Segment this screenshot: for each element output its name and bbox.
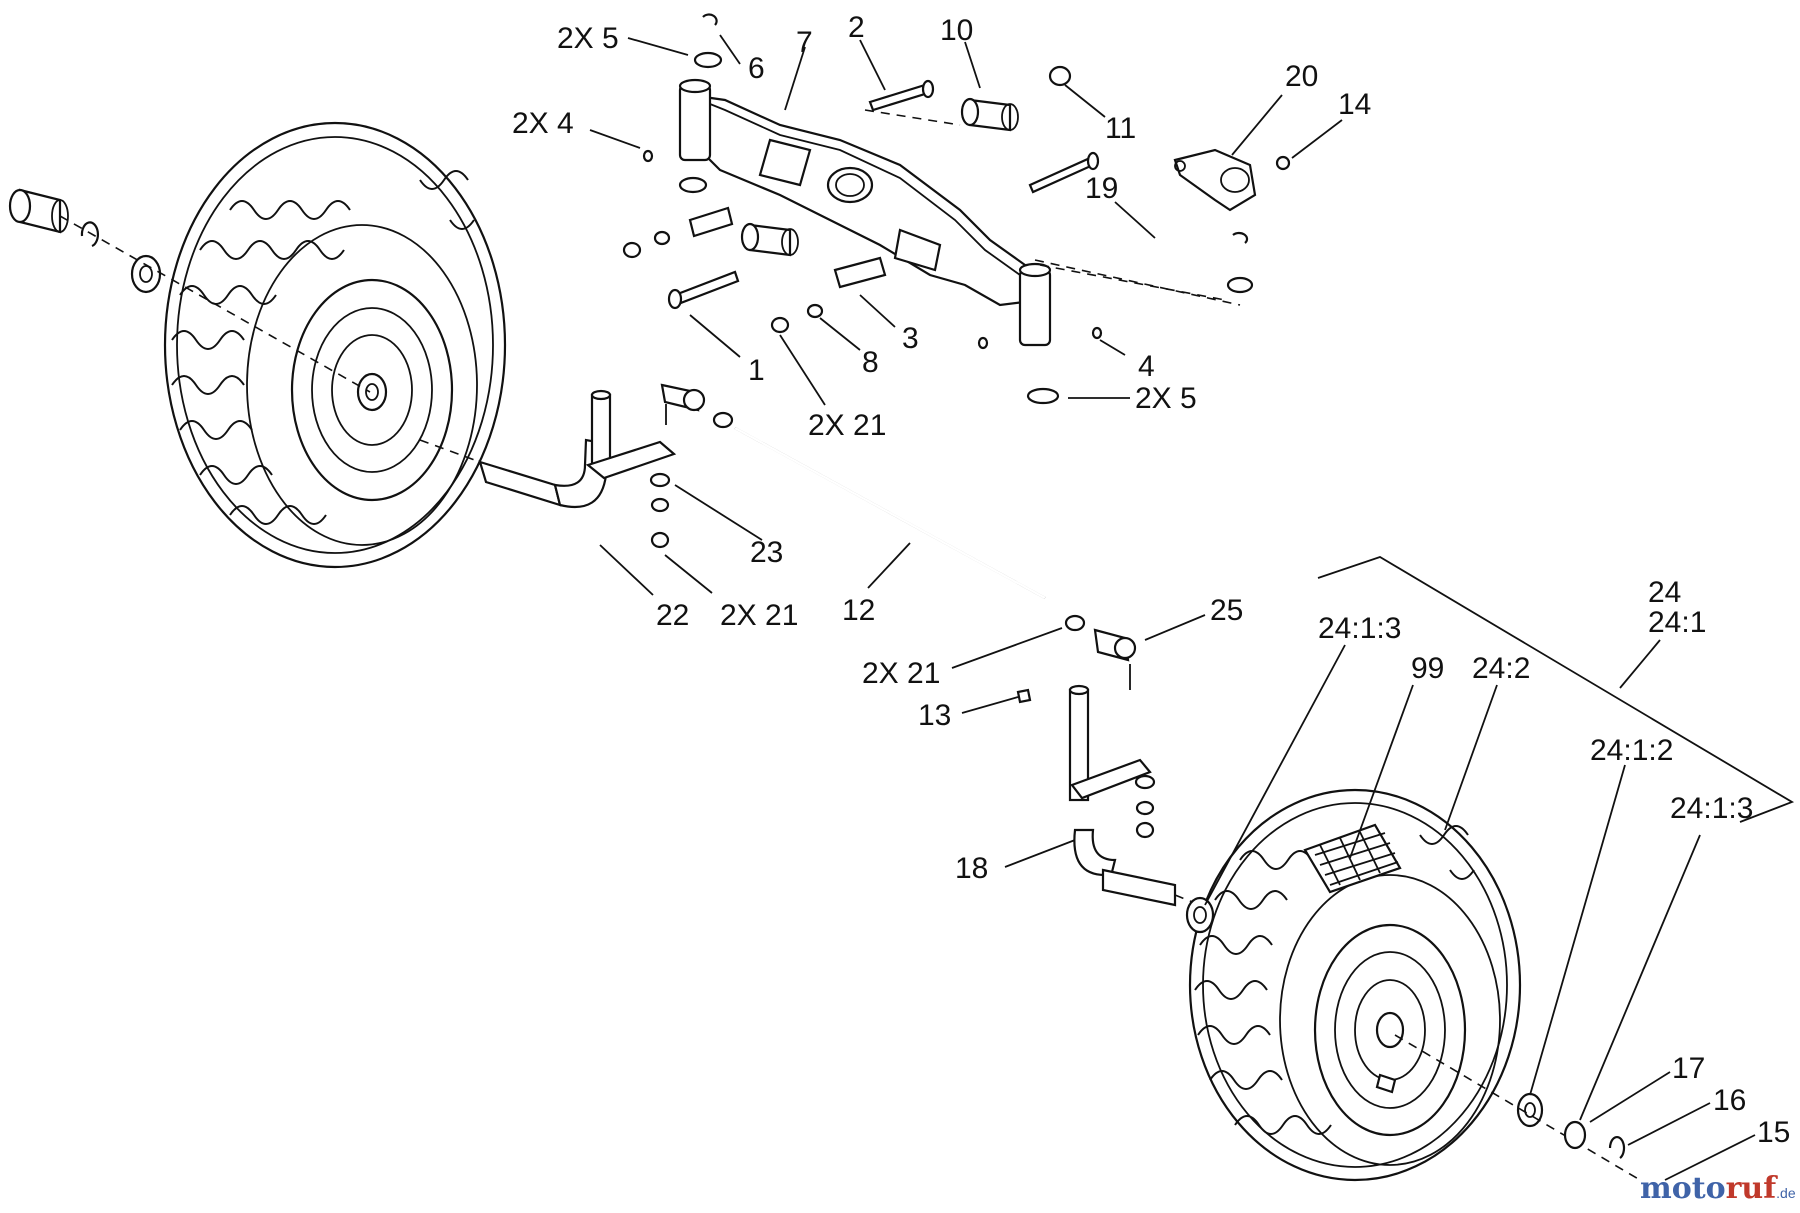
washer-steering bbox=[1226, 276, 1254, 294]
callout-1: 1 bbox=[748, 354, 765, 387]
callout-24-1: 24:1 bbox=[1648, 606, 1706, 639]
callout-24: 24 bbox=[1648, 576, 1681, 609]
callout-14: 14 bbox=[1338, 88, 1371, 121]
watermark-suffix: .de bbox=[1776, 1185, 1796, 1201]
callout-13: 13 bbox=[918, 699, 951, 732]
pivot-spacer-3 bbox=[833, 256, 887, 289]
nut-14 bbox=[1275, 155, 1291, 171]
callout-6: 6 bbox=[748, 52, 765, 85]
tire-label-99 bbox=[1303, 823, 1402, 894]
watermark-part2: ruf bbox=[1726, 1171, 1779, 1206]
callout-18: 18 bbox=[955, 852, 988, 885]
grease-fitting-right bbox=[1091, 326, 1103, 340]
watermark-logo: motoruf.de bbox=[1640, 1171, 1796, 1206]
callout-2: 2 bbox=[848, 11, 865, 44]
beam-pivot-axis bbox=[1039, 264, 1226, 301]
washer-17 bbox=[1563, 1120, 1587, 1150]
callout-2x5-top: 2X 5 bbox=[557, 22, 619, 55]
callout-7: 7 bbox=[796, 26, 813, 59]
left-spindle bbox=[478, 389, 677, 509]
washer-lower-5 bbox=[678, 176, 708, 194]
washer-8 bbox=[806, 303, 824, 319]
beam-pivot-axis-2 bbox=[1034, 259, 1241, 306]
tie-rod bbox=[734, 426, 1046, 600]
svg-text:motoruf.de: motoruf.de bbox=[1640, 1171, 1796, 1206]
left-steer-nut-stack bbox=[649, 472, 671, 549]
callout-11: 11 bbox=[1105, 112, 1136, 145]
callout-2x21-low: 2X 21 bbox=[720, 599, 798, 632]
right-spindle bbox=[1068, 684, 1177, 907]
callout-25: 25 bbox=[1210, 594, 1243, 627]
left-wheel-rim bbox=[290, 278, 454, 502]
callout-22: 22 bbox=[656, 599, 689, 632]
callout-20: 20 bbox=[1285, 60, 1318, 93]
pivot-bushing-bottom bbox=[740, 222, 799, 257]
washer-top-5 bbox=[693, 51, 723, 69]
callout-2x4: 2X 4 bbox=[512, 107, 574, 140]
steering-arm bbox=[1173, 148, 1257, 212]
left-bearing bbox=[130, 254, 162, 294]
right-ball-joint bbox=[1093, 628, 1137, 690]
callout-19: 19 bbox=[1085, 172, 1118, 205]
nut-11 bbox=[1048, 65, 1072, 87]
callout-23: 23 bbox=[750, 536, 783, 569]
callout-99: 99 bbox=[1411, 652, 1444, 685]
callout-2x21-right: 2X 21 bbox=[862, 657, 940, 690]
left-tie-rod-nut bbox=[712, 411, 734, 429]
callout-15: 15 bbox=[1757, 1116, 1790, 1149]
washer-bottom-5 bbox=[1026, 387, 1060, 405]
left-axis-line bbox=[59, 215, 371, 393]
callout-2x21-mid: 2X 21 bbox=[808, 409, 886, 442]
callout-12: 12 bbox=[842, 594, 875, 627]
clip-top-6 bbox=[702, 13, 718, 26]
grease-fitting-left bbox=[642, 149, 654, 163]
valve-stem bbox=[1375, 1073, 1397, 1094]
left-e-clip bbox=[80, 221, 100, 248]
callout-24-1-3-top: 24:1:3 bbox=[1318, 612, 1401, 645]
left-hub-cap bbox=[8, 188, 69, 234]
callout-16: 16 bbox=[1713, 1084, 1746, 1117]
nut-21-a bbox=[770, 316, 790, 334]
watermark-part1: moto bbox=[1640, 1171, 1726, 1206]
key-13 bbox=[1016, 688, 1032, 704]
callout-17: 17 bbox=[1672, 1052, 1705, 1085]
pivot-bolt-1 bbox=[667, 270, 740, 310]
left-ball-joint bbox=[660, 383, 706, 425]
grease-fitting-bottom bbox=[977, 336, 989, 350]
pivot-bolt-2 bbox=[868, 79, 935, 112]
right-tie-rod-nut bbox=[1064, 614, 1086, 632]
callout-10: 10 bbox=[940, 14, 973, 47]
clip-steering bbox=[1232, 231, 1249, 244]
right-steer-nut-stack bbox=[1134, 774, 1156, 839]
callout-24-1-2: 24:1:2 bbox=[1590, 734, 1673, 767]
right-wheel-rim bbox=[1313, 923, 1467, 1137]
pivot-spacer-upper bbox=[688, 206, 734, 238]
pivot-bushing-top bbox=[960, 97, 1019, 132]
callout-24-1-3-right: 24:1:3 bbox=[1670, 792, 1753, 825]
callout-24-2: 24:2 bbox=[1472, 652, 1530, 685]
nut-left-a bbox=[622, 241, 642, 259]
right-bearing-inner bbox=[1185, 896, 1215, 934]
callout-3: 3 bbox=[902, 322, 919, 355]
pivot-bolt-19 bbox=[1028, 151, 1100, 194]
group-24-bracket bbox=[1317, 556, 1795, 823]
washer-left-a bbox=[653, 230, 671, 246]
e-clip-16 bbox=[1608, 1135, 1626, 1159]
front-axle-beam bbox=[678, 78, 1052, 347]
pivot-bolt-2-axis bbox=[864, 109, 961, 126]
callout-2x5-right: 2X 5 bbox=[1135, 382, 1197, 415]
callout-4: 4 bbox=[1138, 350, 1155, 383]
leader-lines bbox=[589, 34, 1756, 1181]
callout-8: 8 bbox=[862, 346, 879, 379]
left-spindle-axis bbox=[419, 439, 481, 463]
